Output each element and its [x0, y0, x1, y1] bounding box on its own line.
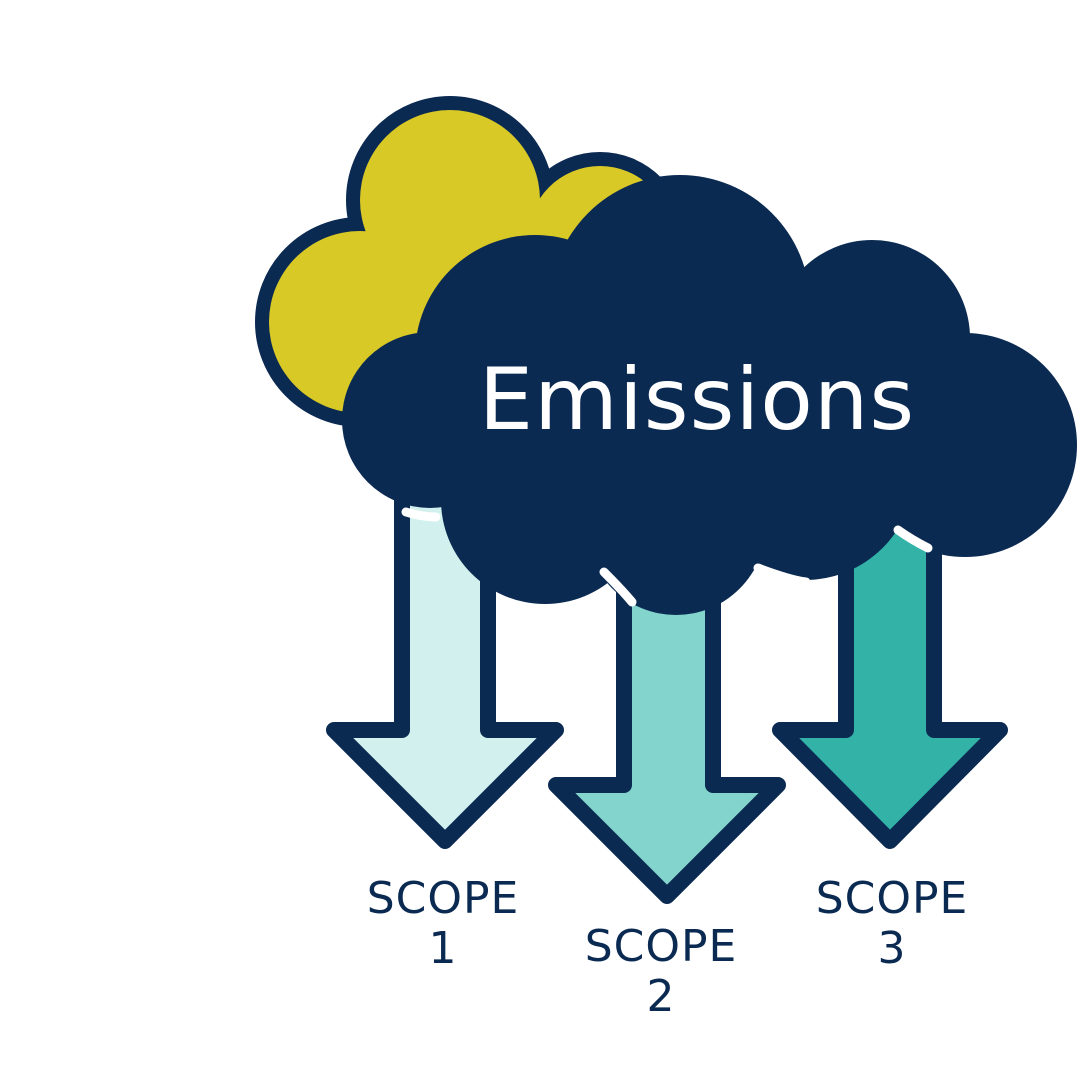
- scope-2-label: SCOPE 2: [561, 922, 761, 1022]
- scope-2-number: 2: [646, 971, 676, 1022]
- cloud-lobe-gaps: [401, 507, 933, 607]
- scope-1-word: SCOPE: [366, 873, 520, 924]
- scope-3-label: SCOPE 3: [792, 874, 992, 974]
- scope-3-word: SCOPE: [815, 873, 969, 924]
- scope-1-number: 1: [428, 923, 458, 974]
- scope-1-label: SCOPE 1: [343, 874, 543, 974]
- scope-3-number: 3: [877, 923, 907, 974]
- scope-2-word: SCOPE: [584, 921, 738, 972]
- emissions-title: Emissions: [478, 350, 916, 450]
- dark-cloud: [342, 175, 1077, 615]
